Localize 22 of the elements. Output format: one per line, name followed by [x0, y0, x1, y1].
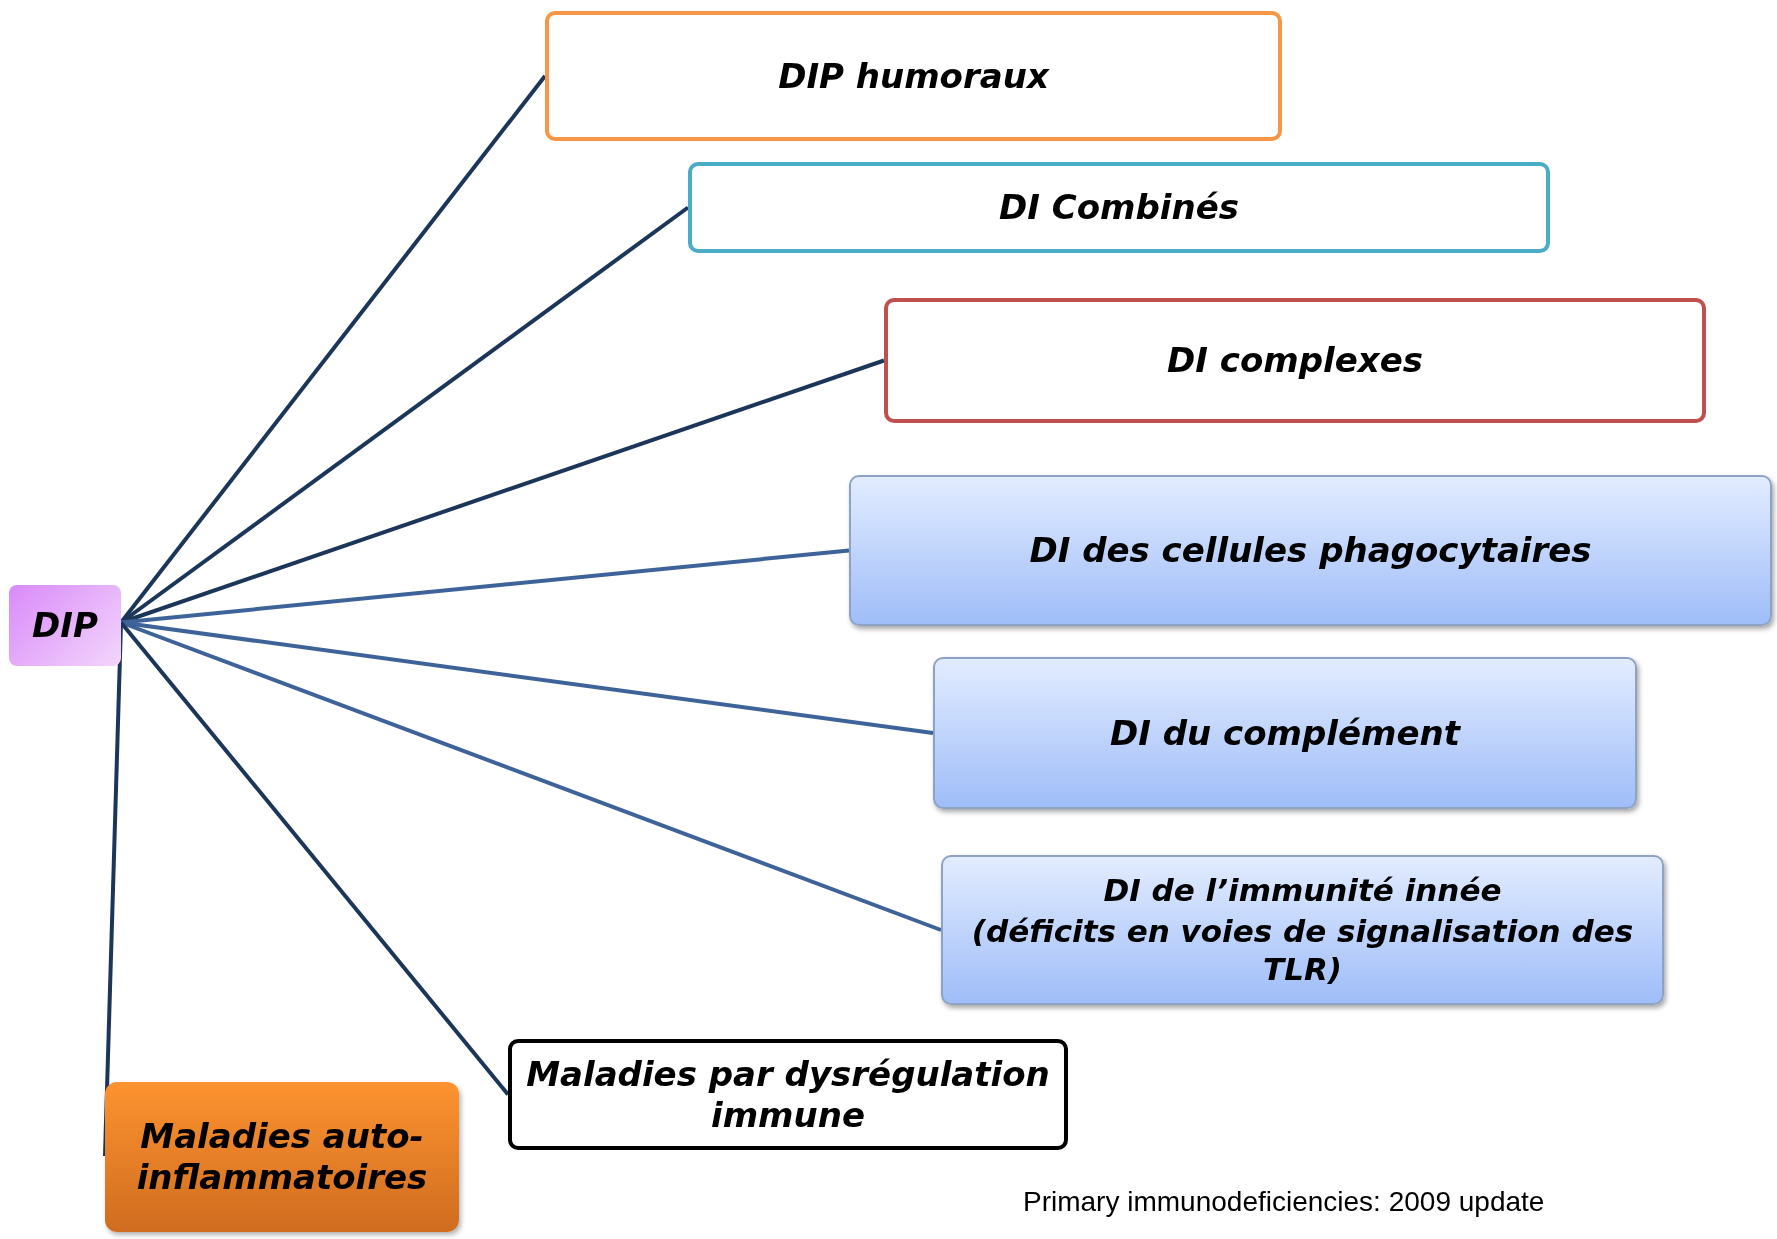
- connector-line: [119, 621, 510, 1096]
- connector-line: [120, 548, 850, 625]
- category-box: [849, 475, 1772, 626]
- node-label: DI des cellules phagocytaires: [1029, 530, 1592, 571]
- citation-text: Primary immunodeficiencies: 2009 update: [1023, 1186, 1545, 1218]
- category-box: [508, 1039, 1068, 1150]
- category-box: [545, 11, 1282, 141]
- node-label: Maladies par dysrégulation immune: [526, 1053, 1050, 1136]
- category-box: [933, 657, 1637, 809]
- node-label: Maladies auto-inflammatoires: [135, 1116, 429, 1198]
- category-box: [105, 1082, 459, 1232]
- node-label: DIP humoraux: [778, 55, 1049, 97]
- node-label: DIP: [32, 605, 98, 646]
- category-box: [688, 162, 1550, 253]
- node-label: DI de l’immunité innée: [1103, 872, 1502, 910]
- root-box: [9, 585, 121, 666]
- category-box: [884, 298, 1706, 423]
- node-label: DI du complément: [1110, 712, 1460, 754]
- category-box: [941, 855, 1664, 1005]
- node-label: (déficits en voies de signalisation des TLR): [970, 913, 1635, 988]
- node-label: DI complexes: [1167, 340, 1423, 381]
- node-label: DI Combinés: [999, 187, 1239, 228]
